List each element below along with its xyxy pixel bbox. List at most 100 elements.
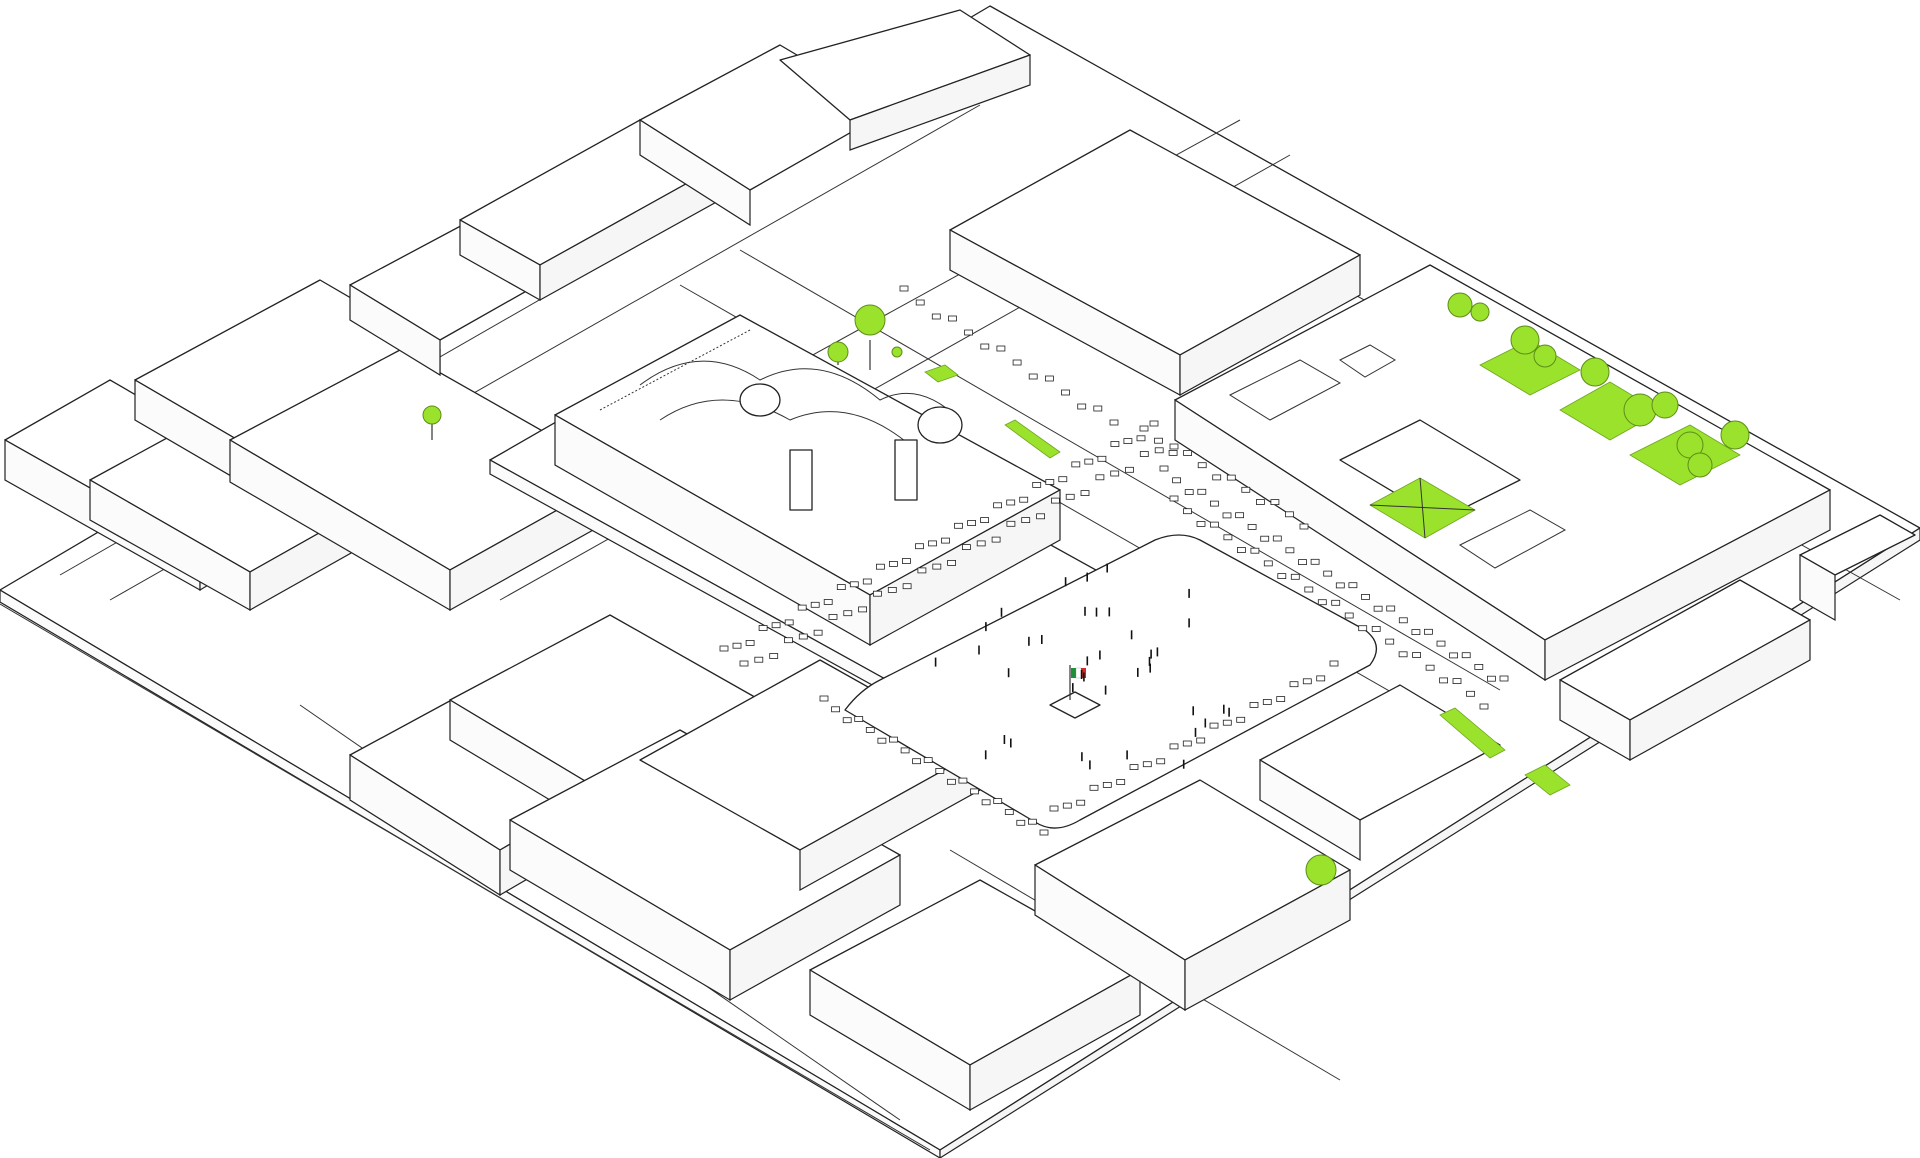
car	[1335, 582, 1345, 589]
car	[1156, 758, 1166, 765]
car	[1095, 474, 1105, 481]
car	[1262, 699, 1272, 705]
car	[996, 345, 1006, 352]
car	[1474, 664, 1484, 670]
car	[1139, 451, 1149, 457]
car	[1210, 521, 1219, 528]
car	[1154, 437, 1163, 444]
car	[970, 788, 979, 795]
car	[1089, 784, 1099, 791]
car	[1196, 521, 1206, 527]
car	[900, 747, 910, 754]
car	[797, 604, 807, 611]
car	[958, 777, 968, 784]
car	[1183, 450, 1192, 456]
car	[1168, 449, 1178, 456]
car	[1004, 809, 1014, 815]
car	[947, 560, 956, 566]
car	[810, 601, 820, 608]
car	[854, 716, 864, 722]
car	[1247, 524, 1257, 530]
car	[1398, 617, 1408, 624]
car	[964, 329, 973, 336]
car	[954, 522, 963, 529]
car	[771, 622, 781, 629]
car	[915, 543, 924, 550]
car	[962, 544, 971, 550]
car	[745, 640, 755, 646]
car	[876, 563, 885, 570]
car	[1097, 455, 1107, 462]
car	[1076, 799, 1086, 806]
car	[1172, 477, 1181, 484]
car	[1149, 420, 1159, 427]
car	[947, 778, 956, 785]
car	[1077, 403, 1087, 410]
car	[1250, 547, 1260, 554]
car	[1093, 405, 1103, 412]
car	[1006, 499, 1016, 506]
car	[980, 517, 989, 523]
car	[1154, 447, 1164, 454]
car	[967, 520, 976, 526]
car	[1123, 438, 1133, 445]
car	[889, 736, 898, 743]
car	[1329, 660, 1339, 667]
car	[1125, 466, 1134, 473]
car	[1028, 373, 1038, 380]
car	[1110, 470, 1120, 477]
car	[1012, 359, 1022, 366]
car	[1136, 435, 1146, 442]
car	[1411, 629, 1421, 635]
car	[1184, 489, 1194, 496]
trees	[422, 292, 1750, 886]
car	[1272, 535, 1282, 542]
car	[1276, 696, 1286, 702]
car	[948, 315, 957, 322]
car	[1051, 497, 1060, 504]
car	[932, 563, 942, 570]
car	[1436, 640, 1446, 647]
car	[1159, 465, 1169, 472]
car	[1479, 703, 1489, 710]
car	[1036, 513, 1045, 520]
car	[732, 642, 742, 649]
car	[1169, 743, 1179, 750]
car	[1109, 419, 1119, 426]
car	[1102, 782, 1112, 788]
car	[1439, 677, 1448, 684]
car	[1116, 779, 1126, 785]
car	[923, 757, 933, 763]
car	[899, 285, 909, 292]
car	[1298, 559, 1307, 565]
palace-courtyard	[1339, 419, 1521, 539]
flag-stripe-white	[1075, 667, 1082, 679]
car	[1065, 493, 1075, 500]
car	[1260, 535, 1270, 542]
car	[1197, 488, 1207, 495]
car	[1084, 458, 1094, 465]
car	[1021, 517, 1031, 523]
car	[1169, 495, 1179, 502]
car	[836, 584, 846, 590]
car	[981, 799, 991, 806]
car	[1331, 599, 1341, 606]
car	[1209, 722, 1219, 729]
car	[1028, 818, 1037, 825]
car	[1466, 690, 1475, 697]
car	[1249, 702, 1259, 708]
car	[1039, 829, 1049, 836]
flag-stripe-green	[1071, 668, 1076, 678]
car	[1299, 523, 1309, 530]
car	[873, 590, 882, 597]
car	[1049, 805, 1059, 812]
car	[1385, 638, 1395, 645]
car	[1210, 500, 1219, 507]
car	[1424, 628, 1433, 635]
car	[1226, 474, 1236, 481]
car	[1196, 737, 1206, 744]
car	[1045, 375, 1054, 382]
car	[1487, 675, 1496, 682]
car	[823, 599, 833, 605]
car	[1045, 479, 1055, 485]
